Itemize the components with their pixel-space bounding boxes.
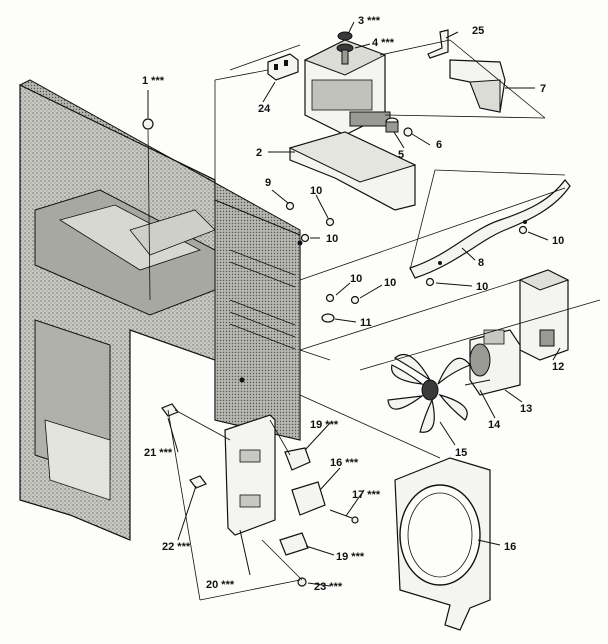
callout-24: 24: [258, 103, 271, 115]
callout-19-top: 19 ***: [310, 419, 339, 431]
screws: [285, 201, 528, 323]
callout-20: 20 ***: [206, 579, 235, 591]
part-6-screw: [403, 127, 413, 137]
callout-9: 9: [265, 177, 271, 189]
part-7-duct: [449, 59, 506, 113]
callout-10-b: 10: [326, 233, 338, 245]
guide-lines: [167, 39, 601, 601]
callout-22: 22 ***: [162, 541, 191, 553]
callout-labels: 1 *** 2 3 *** 4 *** 5 6 7 8 9 10 10 10 1…: [142, 15, 564, 593]
callout-15: 15: [455, 447, 467, 459]
part-24-bracket: [267, 53, 299, 81]
callout-10-e: 10: [350, 273, 362, 285]
callout-3: 3 ***: [358, 15, 381, 27]
callout-5: 5: [398, 149, 404, 161]
callout-4: 4 ***: [372, 37, 395, 49]
callout-8: 8: [478, 257, 484, 269]
part-8-rail: [409, 179, 571, 279]
part-19-switch-top: [284, 447, 311, 471]
part-17-screw: [329, 509, 359, 524]
callout-25: 25: [472, 25, 484, 37]
cabinet-panel: [18, 79, 303, 541]
callout-17: 17 ***: [352, 489, 381, 501]
part-20-bracket: [224, 414, 276, 536]
part-3-cap: [337, 31, 353, 41]
part-13-motor: [469, 329, 521, 396]
callout-21: 21 ***: [144, 447, 173, 459]
callout-13: 13: [520, 403, 532, 415]
part-16-fan-housing: [394, 457, 491, 631]
part-12-bracket: [518, 269, 570, 361]
part-2-plate: [288, 131, 417, 211]
callout-23: 23 ***: [314, 581, 343, 593]
part-5-thermostat: [385, 117, 399, 133]
callout-1: 1 ***: [142, 75, 165, 87]
part-15-fan-blade: [387, 353, 471, 433]
callout-10-c: 10: [552, 235, 564, 247]
callout-2: 2: [256, 147, 262, 159]
callout-16-switch: 16 ***: [330, 457, 359, 469]
part-23-screw: [297, 577, 307, 587]
part-19-switch-bottom: [279, 532, 309, 556]
part-4-magnetron: [303, 39, 391, 136]
callout-10-d: 10: [476, 281, 488, 293]
part-22-clip: [189, 475, 207, 489]
part-25-clip: [427, 29, 449, 59]
callout-11: 11: [360, 317, 372, 329]
callout-10-f: 10: [384, 277, 396, 289]
callout-16: 16: [504, 541, 516, 553]
callout-12: 12: [552, 361, 564, 373]
callout-6: 6: [436, 139, 442, 151]
callout-19-bottom: 19 ***: [336, 551, 365, 563]
callout-10-a: 10: [310, 185, 322, 197]
part-14-screw: [464, 379, 491, 386]
callout-7: 7: [540, 83, 546, 95]
part-18-switch: [291, 481, 326, 516]
leader-lines: [147, 21, 561, 587]
callout-14: 14: [488, 419, 501, 431]
